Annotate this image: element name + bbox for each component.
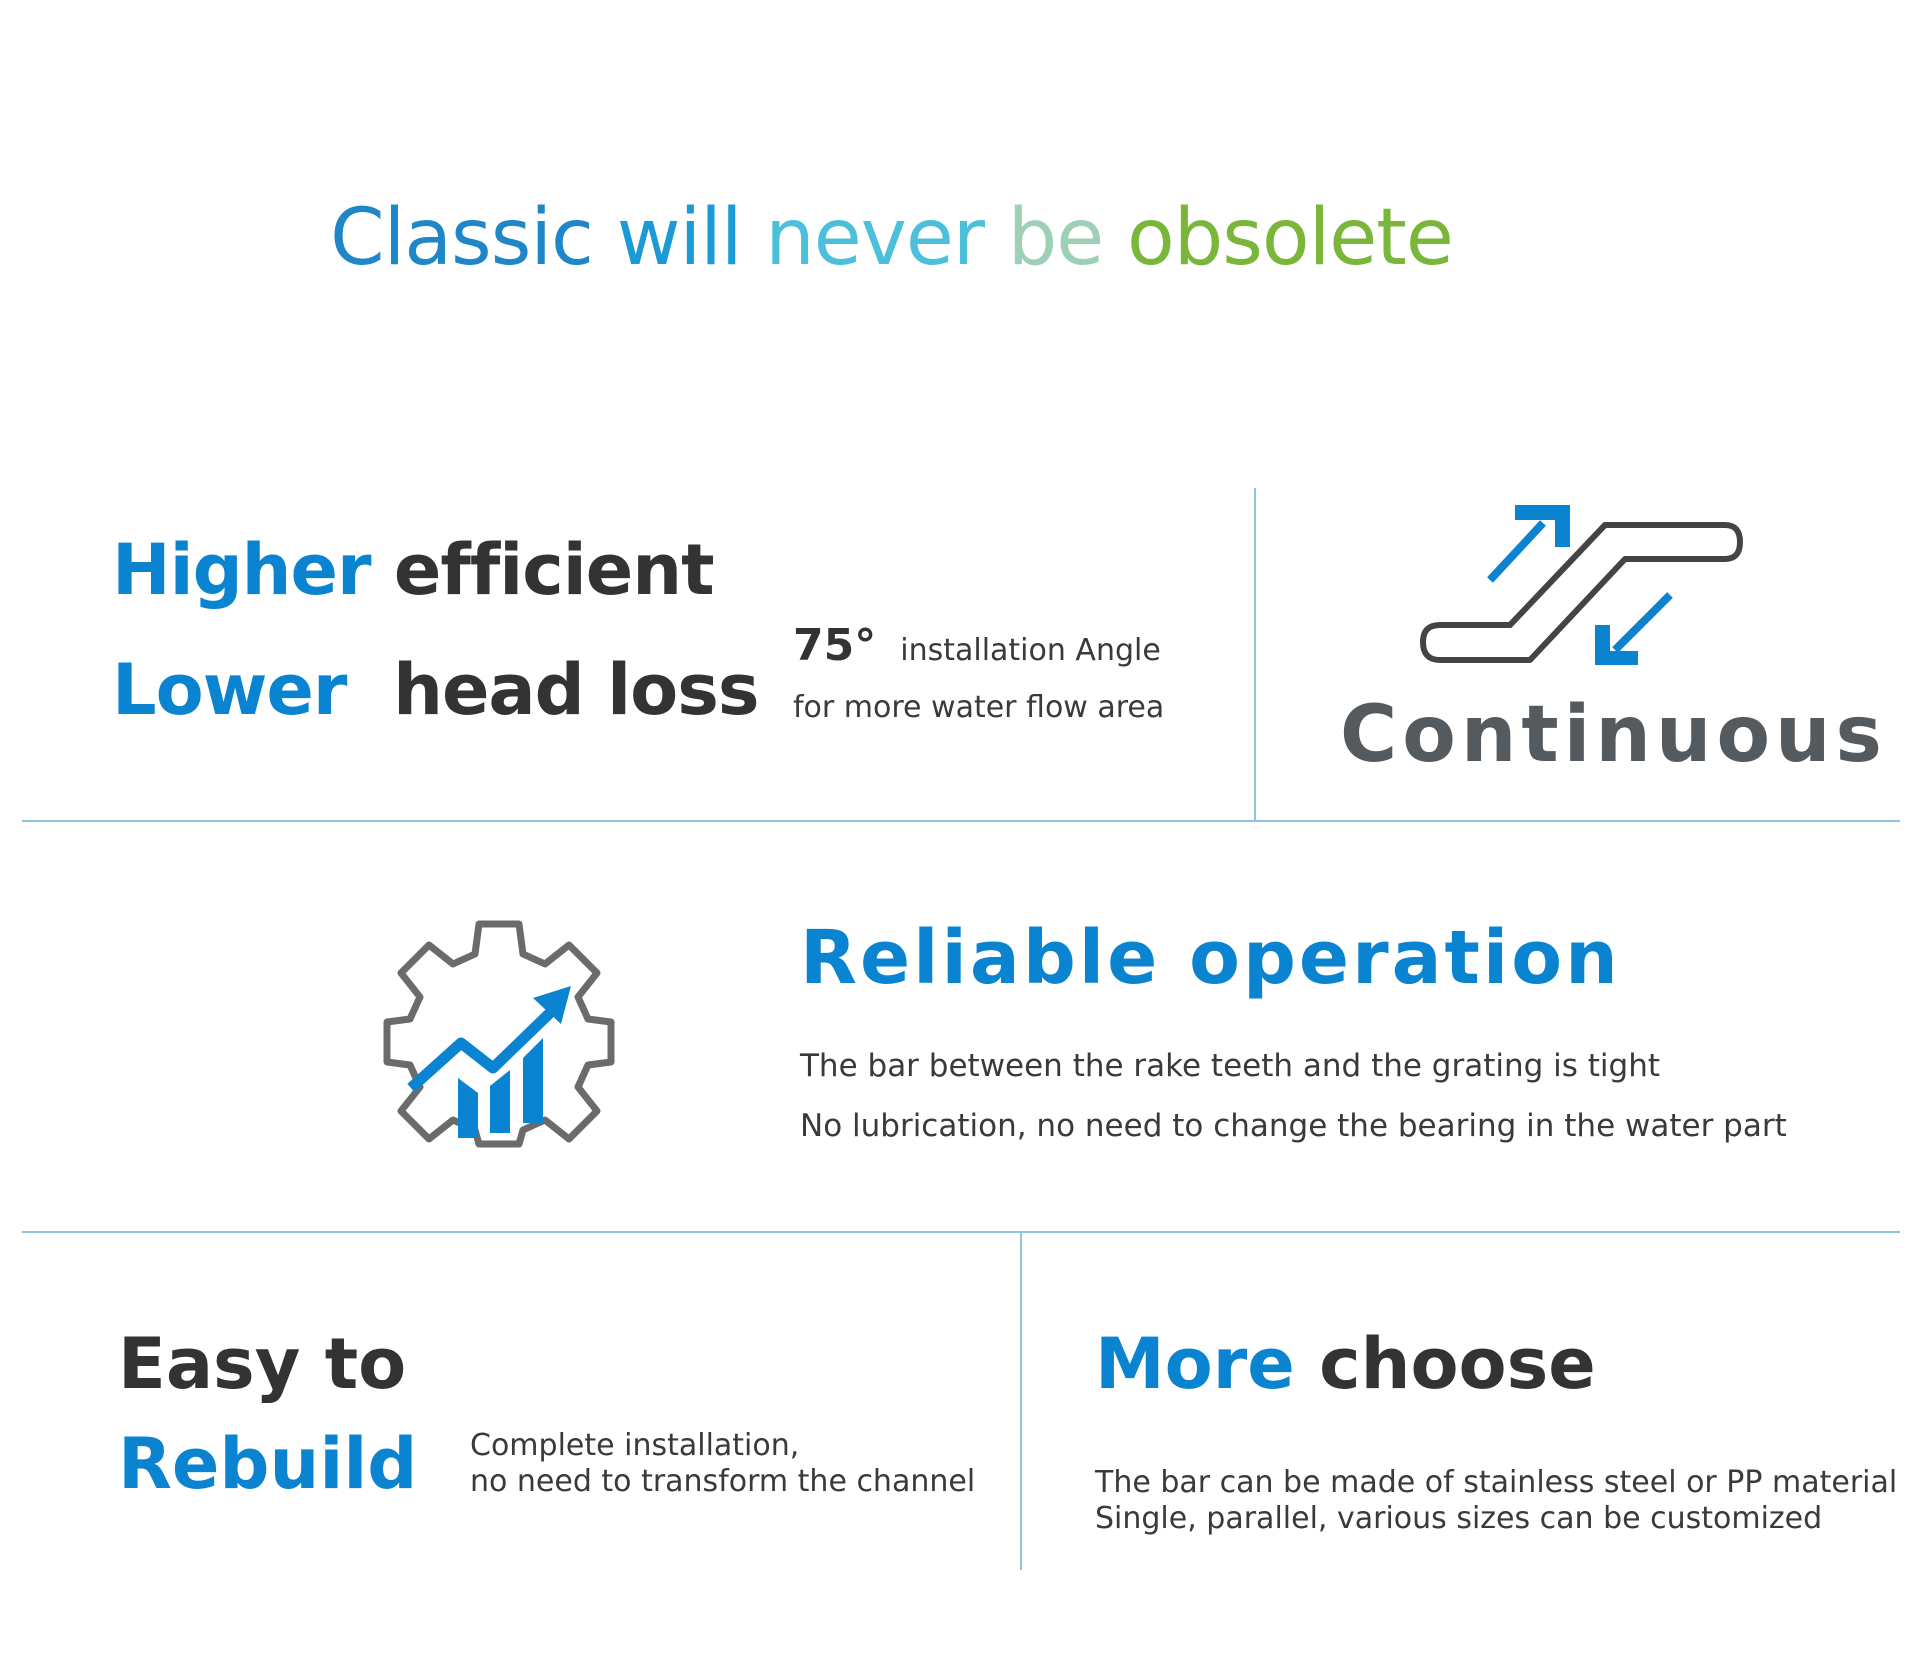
- more-choose-heading: More choose: [1095, 1322, 1596, 1406]
- rebuild-heading: Rebuild: [118, 1423, 418, 1505]
- continuous-label: Continuous: [1340, 690, 1887, 780]
- angle-value: 75°: [793, 620, 877, 671]
- reliable-desc-line2: No lubrication, no need to change the be…: [800, 1108, 1787, 1144]
- more-choose-description: The bar can be made of stainless steel o…: [1095, 1465, 1897, 1537]
- rebuild-desc-line1: Complete installation,: [470, 1428, 800, 1463]
- title-part-3: never: [765, 193, 1008, 283]
- title-part-2: will: [616, 193, 766, 283]
- reliable-operation-title: Reliable operation: [800, 915, 1621, 1001]
- more-desc-line2: Single, parallel, various sizes can be c…: [1095, 1501, 1823, 1536]
- higher-word: Higher: [112, 529, 372, 611]
- flow-area-text: for more water flow area: [793, 690, 1165, 725]
- easy-to-heading: Easy to: [118, 1323, 407, 1405]
- head-loss-words: head loss: [393, 649, 759, 731]
- divider-vertical-bottom: [1020, 1232, 1022, 1570]
- more-word: More: [1095, 1323, 1295, 1405]
- lower-head-loss-heading: Lower head loss: [112, 648, 760, 732]
- angle-info: 75° installation Angle: [793, 620, 1161, 671]
- efficient-word: efficient: [393, 529, 715, 611]
- rebuild-desc-line2: no need to transform the channel: [470, 1464, 976, 1499]
- title-part-5: obsolete: [1127, 193, 1454, 283]
- divider-horizontal-1: [22, 820, 1900, 822]
- rebuild-description: Complete installation, no need to transf…: [470, 1428, 975, 1500]
- escalator-icon: [1410, 495, 1760, 675]
- gear-growth-icon: [383, 918, 615, 1150]
- reliable-desc-line1: The bar between the rake teeth and the g…: [800, 1048, 1661, 1084]
- higher-efficient-heading: Higher efficient: [112, 528, 715, 612]
- title-part-4: be: [1007, 193, 1128, 283]
- title-part-1: Classic: [330, 193, 617, 283]
- choose-word: choose: [1319, 1323, 1596, 1405]
- divider-vertical-top: [1254, 488, 1256, 821]
- lower-word: Lower: [112, 649, 347, 731]
- more-desc-line1: The bar can be made of stainless steel o…: [1095, 1465, 1898, 1500]
- divider-horizontal-2: [22, 1231, 1900, 1233]
- page-title: Classic will never be obsolete: [0, 188, 1783, 288]
- angle-label: installation Angle: [900, 633, 1161, 668]
